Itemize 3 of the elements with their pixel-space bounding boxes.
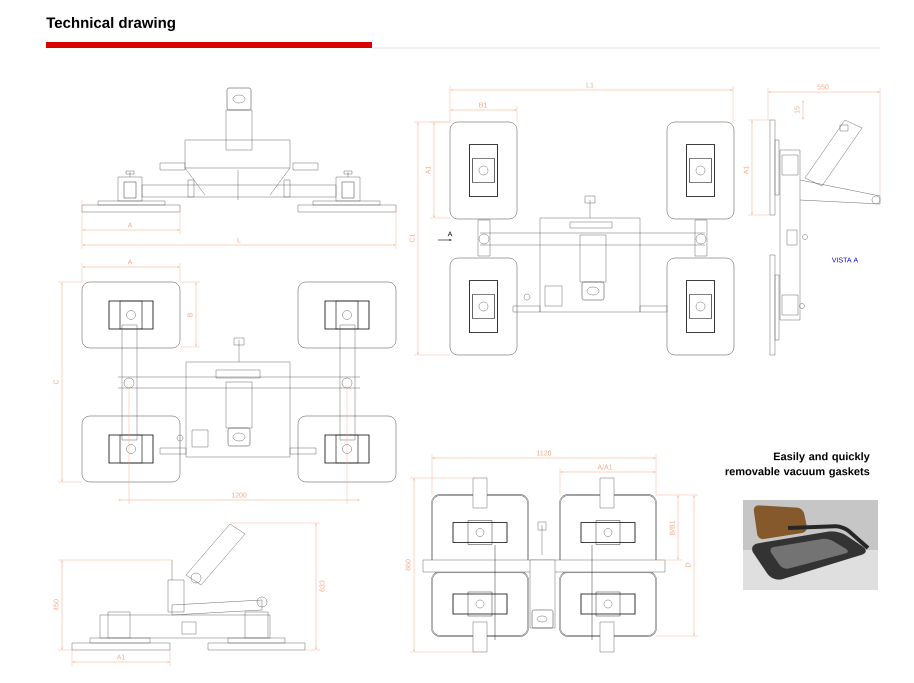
- title: Technical drawing: [46, 16, 175, 32]
- photograph: [743, 500, 878, 590]
- caption-text: Easily and quickly removable vacuum gaskets: [726, 452, 870, 478]
